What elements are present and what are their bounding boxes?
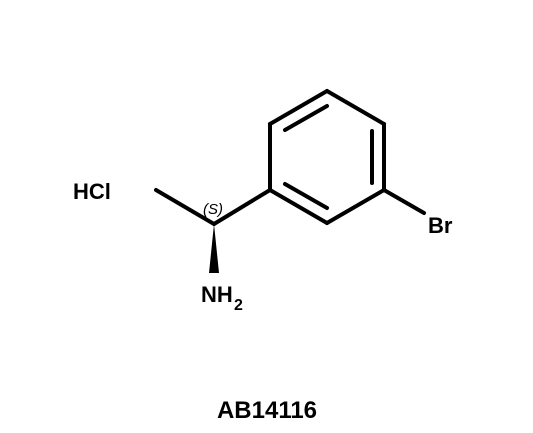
ring-bond bbox=[325, 89, 386, 126]
benzene-ring bbox=[268, 89, 386, 225]
aromatic-inner-bond bbox=[283, 104, 329, 132]
bromine-bond bbox=[382, 188, 426, 215]
bromine-label: Br bbox=[428, 213, 453, 238]
amine-symbol: NH bbox=[201, 282, 233, 307]
stereo-descriptor: (S) bbox=[203, 201, 223, 218]
ring-bond bbox=[268, 89, 329, 126]
amine-label: NH 2 bbox=[201, 282, 243, 314]
catalog-id: AB14116 bbox=[217, 397, 317, 424]
ring-bond bbox=[268, 188, 329, 225]
wedge-bond bbox=[209, 224, 219, 273]
ring-bond bbox=[325, 188, 386, 225]
ring-to-chiral-bond bbox=[212, 188, 272, 226]
amine-subscript: 2 bbox=[234, 297, 243, 314]
hcl-label: HCl bbox=[73, 179, 111, 204]
aromatic-inner-bond bbox=[283, 182, 329, 210]
methyl-bond bbox=[154, 188, 216, 226]
